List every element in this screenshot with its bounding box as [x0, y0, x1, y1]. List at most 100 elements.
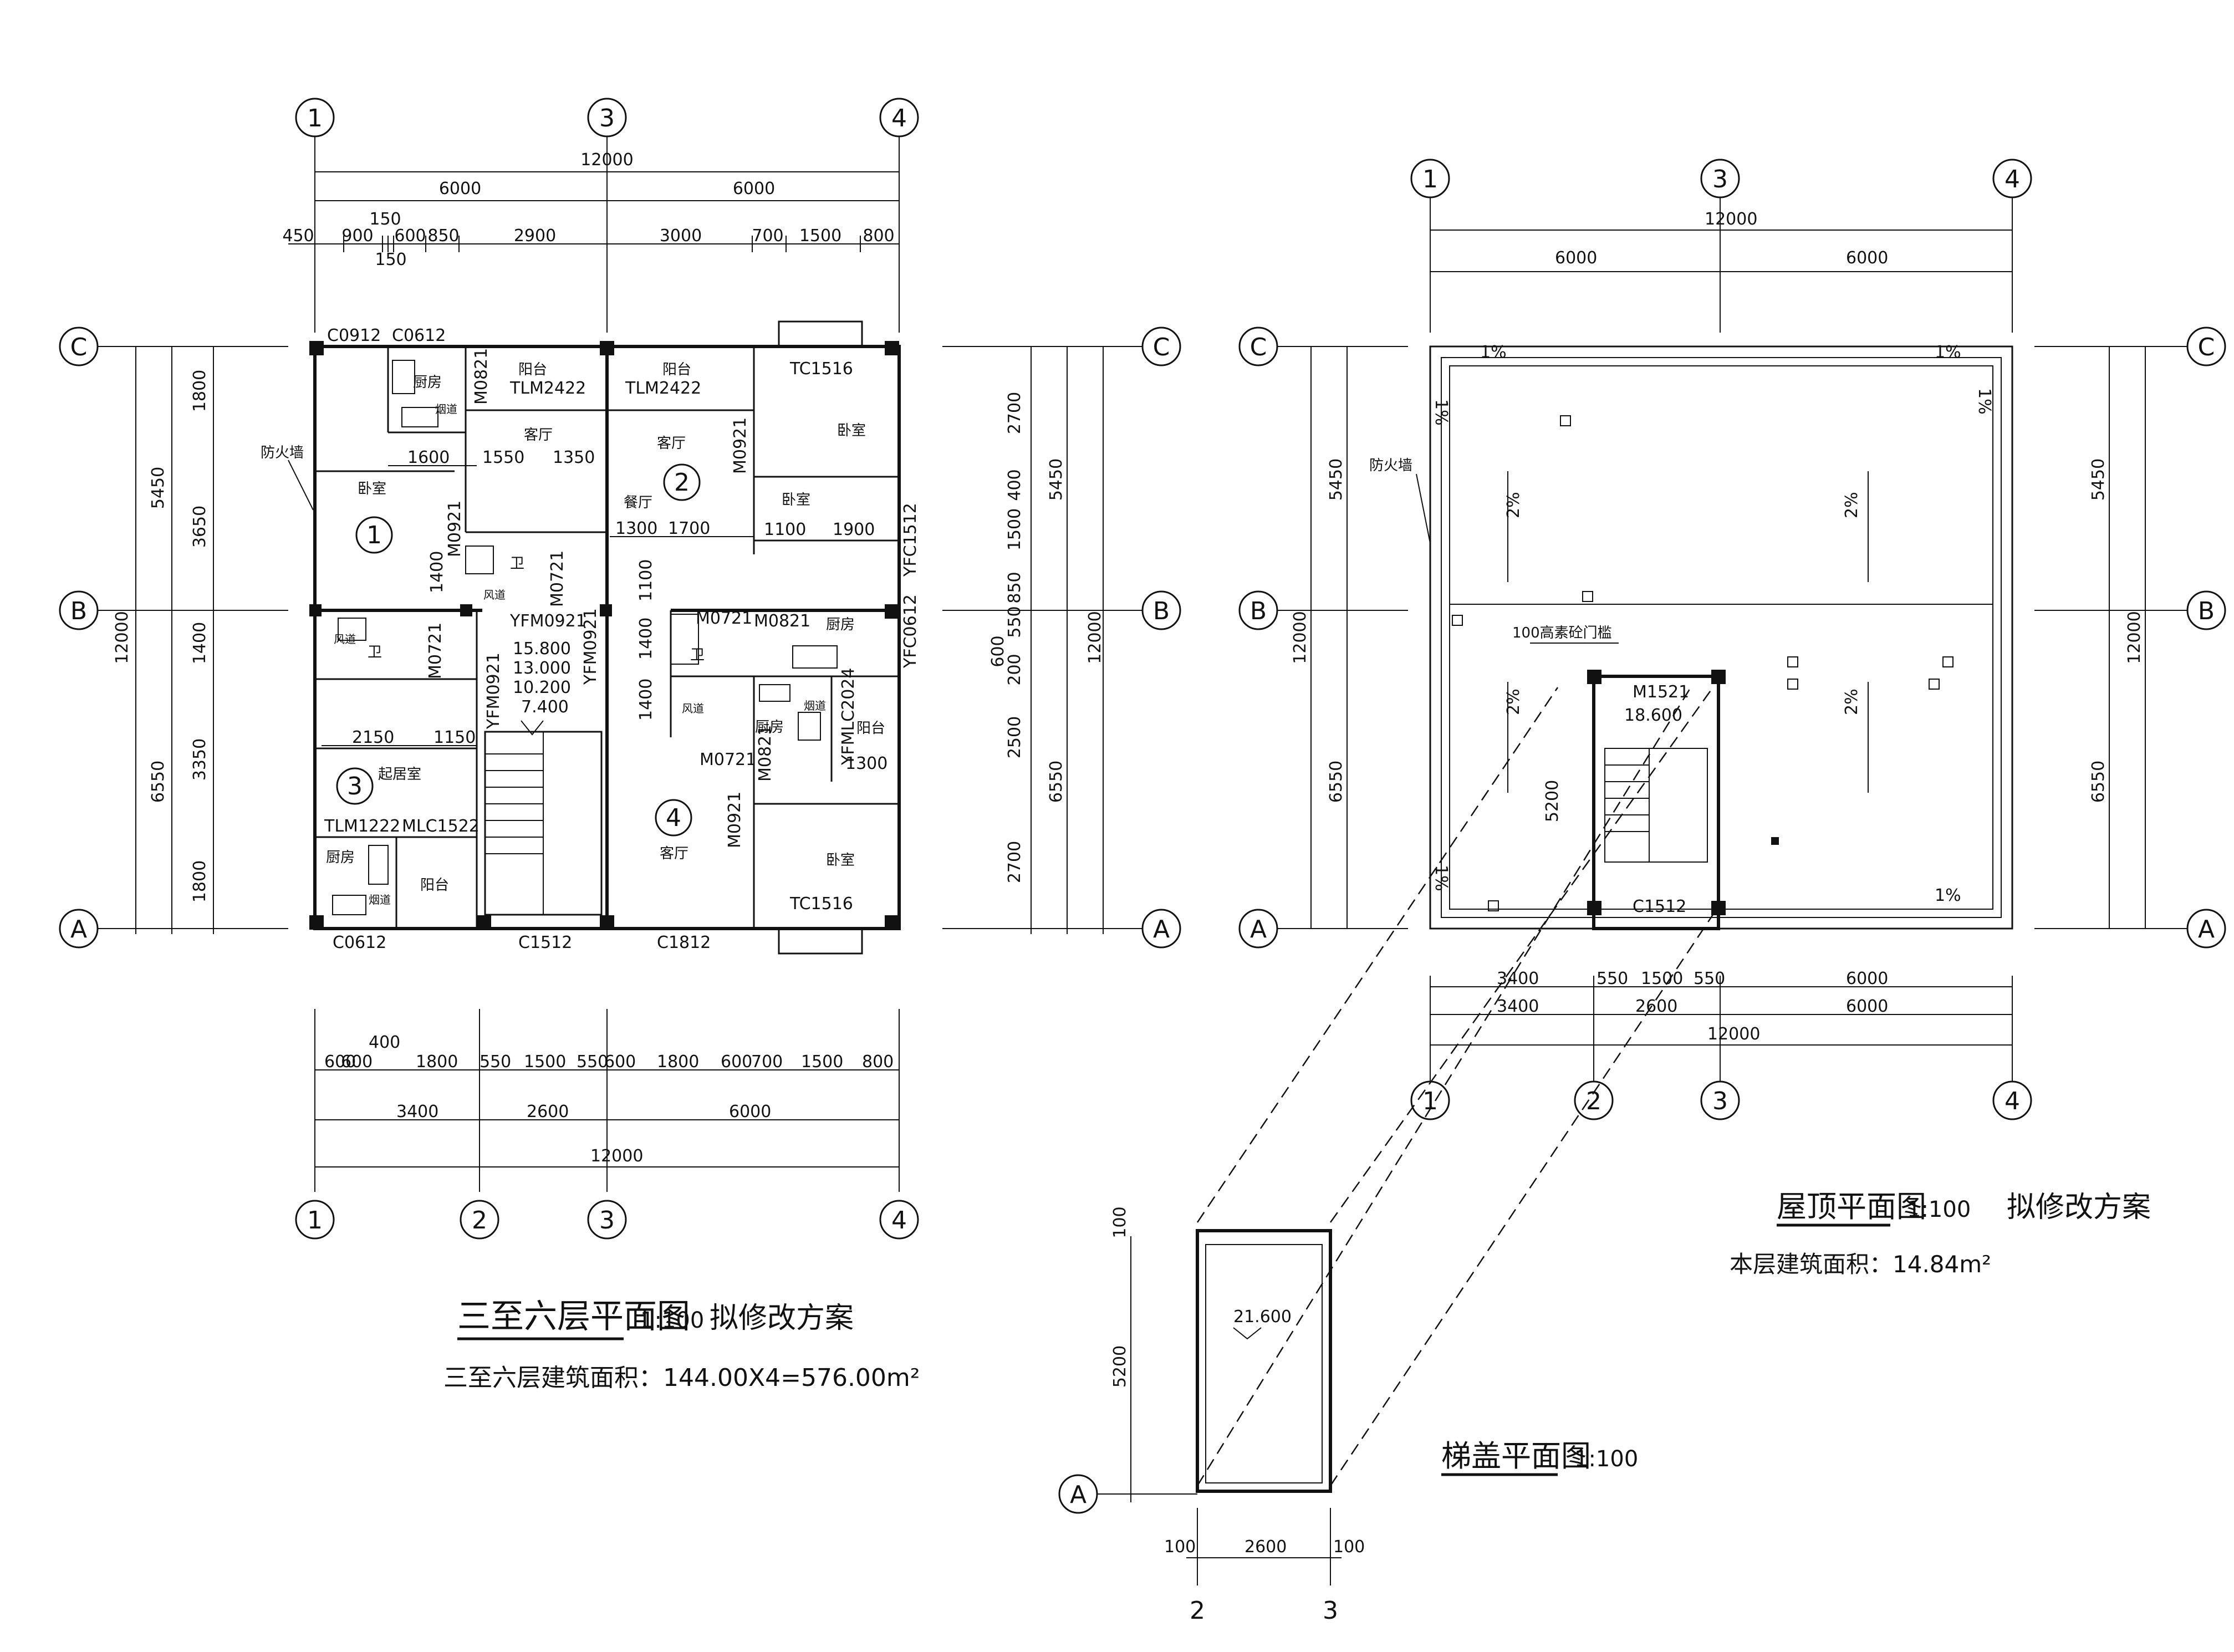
svg-text:2700: 2700 — [1005, 392, 1024, 434]
svg-text:1800: 1800 — [190, 370, 210, 412]
svg-text:5450: 5450 — [2089, 458, 2108, 501]
svg-text:550: 550 — [577, 1052, 608, 1072]
svg-text:TLM2422: TLM2422 — [625, 379, 701, 398]
svg-text:B: B — [2198, 597, 2215, 625]
svg-text:1800: 1800 — [416, 1052, 458, 1072]
svg-text:1400: 1400 — [427, 551, 447, 593]
svg-text:1800: 1800 — [657, 1052, 699, 1072]
svg-text:风道: 风道 — [334, 633, 356, 646]
plan2-top-axis-bubbles: 1 3 4 — [1410, 159, 2032, 333]
svg-text:1300: 1300 — [615, 519, 657, 538]
svg-text:C1512: C1512 — [1633, 897, 1686, 916]
svg-text:6550: 6550 — [149, 761, 168, 803]
svg-text:12000: 12000 — [1705, 210, 1757, 229]
svg-text:C0612: C0612 — [333, 933, 386, 952]
svg-text:防火墙: 防火墙 — [261, 445, 304, 461]
svg-text:阳台: 阳台 — [420, 877, 449, 894]
svg-text:2500: 2500 — [1005, 716, 1024, 758]
svg-text:C: C — [70, 333, 88, 361]
svg-text:1100: 1100 — [636, 559, 656, 601]
plan1-codes: C0912 C0612 M0821 TLM2422 TLM2422 TC1516… — [324, 326, 920, 952]
svg-text:阳台: 阳台 — [518, 361, 547, 378]
svg-text:1%: 1% — [1975, 388, 1994, 415]
svg-text:1600: 1600 — [407, 448, 450, 467]
svg-text:M0821: M0821 — [472, 348, 491, 405]
svg-text:C1512: C1512 — [518, 933, 572, 952]
svg-text:2700: 2700 — [1005, 841, 1024, 883]
svg-text:1%: 1% — [1935, 886, 1961, 905]
svg-text:600: 600 — [394, 226, 426, 246]
svg-text:2%: 2% — [1504, 492, 1523, 518]
svg-text:12000: 12000 — [1291, 611, 1310, 664]
svg-text:700: 700 — [751, 1052, 783, 1072]
svg-text:1: 1 — [366, 521, 382, 549]
plan2-bottom-dimensions: 3400 550 1500 550 6000 3400 2600 6000 12… — [1430, 969, 2013, 1081]
svg-text:A: A — [70, 915, 87, 944]
svg-text:厨房: 厨房 — [755, 719, 784, 736]
svg-text:客厅: 客厅 — [660, 845, 688, 862]
plan2-side-dimensions: 5450 12000 6550 5450 12000 6550 — [1291, 346, 2146, 929]
svg-text:2%: 2% — [1504, 689, 1523, 715]
plan2-roof-drains — [1452, 415, 1954, 911]
plan1-title: 三至六层平面图 — [457, 1297, 690, 1336]
svg-text:2150: 2150 — [352, 728, 394, 747]
plan3-title: 梯盖平面图 — [1441, 1439, 1591, 1473]
plan1-title-block: 三至六层平面图 1:100 拟修改方案 三至六层建筑面积：144.00X4=57… — [443, 1297, 920, 1392]
svg-text:2: 2 — [472, 1206, 487, 1235]
svg-text:卫: 卫 — [690, 647, 705, 664]
plan1-inner-dims: 1600 1550 1350 1300 1700 1100 1900 1400 … — [322, 448, 888, 773]
svg-text:1400: 1400 — [636, 618, 656, 660]
svg-text:600: 600 — [324, 1052, 356, 1072]
plan1-left-dimensions: 5450 12000 6550 1800 3650 1400 3350 1800 — [113, 346, 214, 934]
svg-text:100: 100 — [1333, 1537, 1365, 1557]
svg-text:卫: 卫 — [510, 555, 524, 572]
plan1-stair-levels: 15.800 13.000 10.200 7.400 — [513, 639, 571, 736]
plan2-title: 屋顶平面图 — [1777, 1189, 1926, 1224]
svg-text:3650: 3650 — [190, 506, 210, 548]
svg-text:卫: 卫 — [368, 644, 382, 661]
plan1-bottom-dimensions: 600 600 400 1800 550 1500 550 600 1800 6… — [314, 1009, 900, 1192]
svg-text:起居室: 起居室 — [378, 766, 421, 783]
svg-text:150: 150 — [369, 210, 401, 229]
plan2-slopes: 1% 1% 1% 1% 2% 2% 2% 2% 1% 1% — [1431, 343, 1994, 905]
svg-text:5450: 5450 — [1327, 458, 1346, 501]
svg-text:TLM1222: TLM1222 — [324, 817, 400, 836]
svg-text:450: 450 — [282, 226, 314, 246]
svg-text:1500: 1500 — [1641, 969, 1683, 988]
svg-text:6550: 6550 — [2089, 761, 2108, 803]
svg-text:10.200: 10.200 — [513, 678, 571, 697]
svg-text:2600: 2600 — [527, 1102, 569, 1121]
svg-text:C: C — [1250, 333, 1267, 361]
plan2-projection-lines — [1196, 687, 1714, 1486]
svg-text:1300: 1300 — [845, 754, 888, 773]
svg-text:6000: 6000 — [1846, 248, 1888, 268]
plan2-area: 本层建筑面积：14.84m² — [1730, 1251, 1991, 1278]
svg-text:MLC1522: MLC1522 — [402, 817, 480, 836]
svg-text:1350: 1350 — [553, 448, 595, 467]
svg-text:1550: 1550 — [482, 448, 524, 467]
svg-text:1:100: 1:100 — [640, 1308, 704, 1333]
svg-text:M0821: M0821 — [756, 725, 775, 782]
svg-text:1%: 1% — [1431, 399, 1451, 426]
svg-text:200: 200 — [1005, 654, 1024, 685]
svg-text:拟修改方案: 拟修改方案 — [710, 1302, 854, 1335]
svg-text:烟道: 烟道 — [435, 402, 457, 416]
svg-text:550: 550 — [480, 1052, 511, 1072]
svg-text:3: 3 — [1323, 1597, 1338, 1625]
svg-text:餐厅: 餐厅 — [624, 494, 652, 511]
svg-text:1500: 1500 — [1005, 508, 1024, 550]
svg-text:6000: 6000 — [1846, 997, 1888, 1016]
plan1-columns — [309, 341, 899, 930]
svg-text:YFC1512: YFC1512 — [901, 503, 920, 577]
svg-text:400: 400 — [369, 1033, 400, 1052]
svg-text:550: 550 — [1005, 606, 1024, 638]
svg-text:700: 700 — [752, 226, 783, 246]
svg-text:TLM2422: TLM2422 — [509, 379, 586, 398]
svg-text:2%: 2% — [1842, 689, 1861, 715]
svg-text:150: 150 — [375, 250, 406, 269]
svg-text:厨房: 厨房 — [413, 374, 442, 391]
svg-text:1%: 1% — [1480, 343, 1507, 362]
svg-text:卧室: 卧室 — [837, 422, 866, 439]
svg-text:850: 850 — [427, 226, 459, 246]
svg-text:6550: 6550 — [1327, 761, 1346, 803]
